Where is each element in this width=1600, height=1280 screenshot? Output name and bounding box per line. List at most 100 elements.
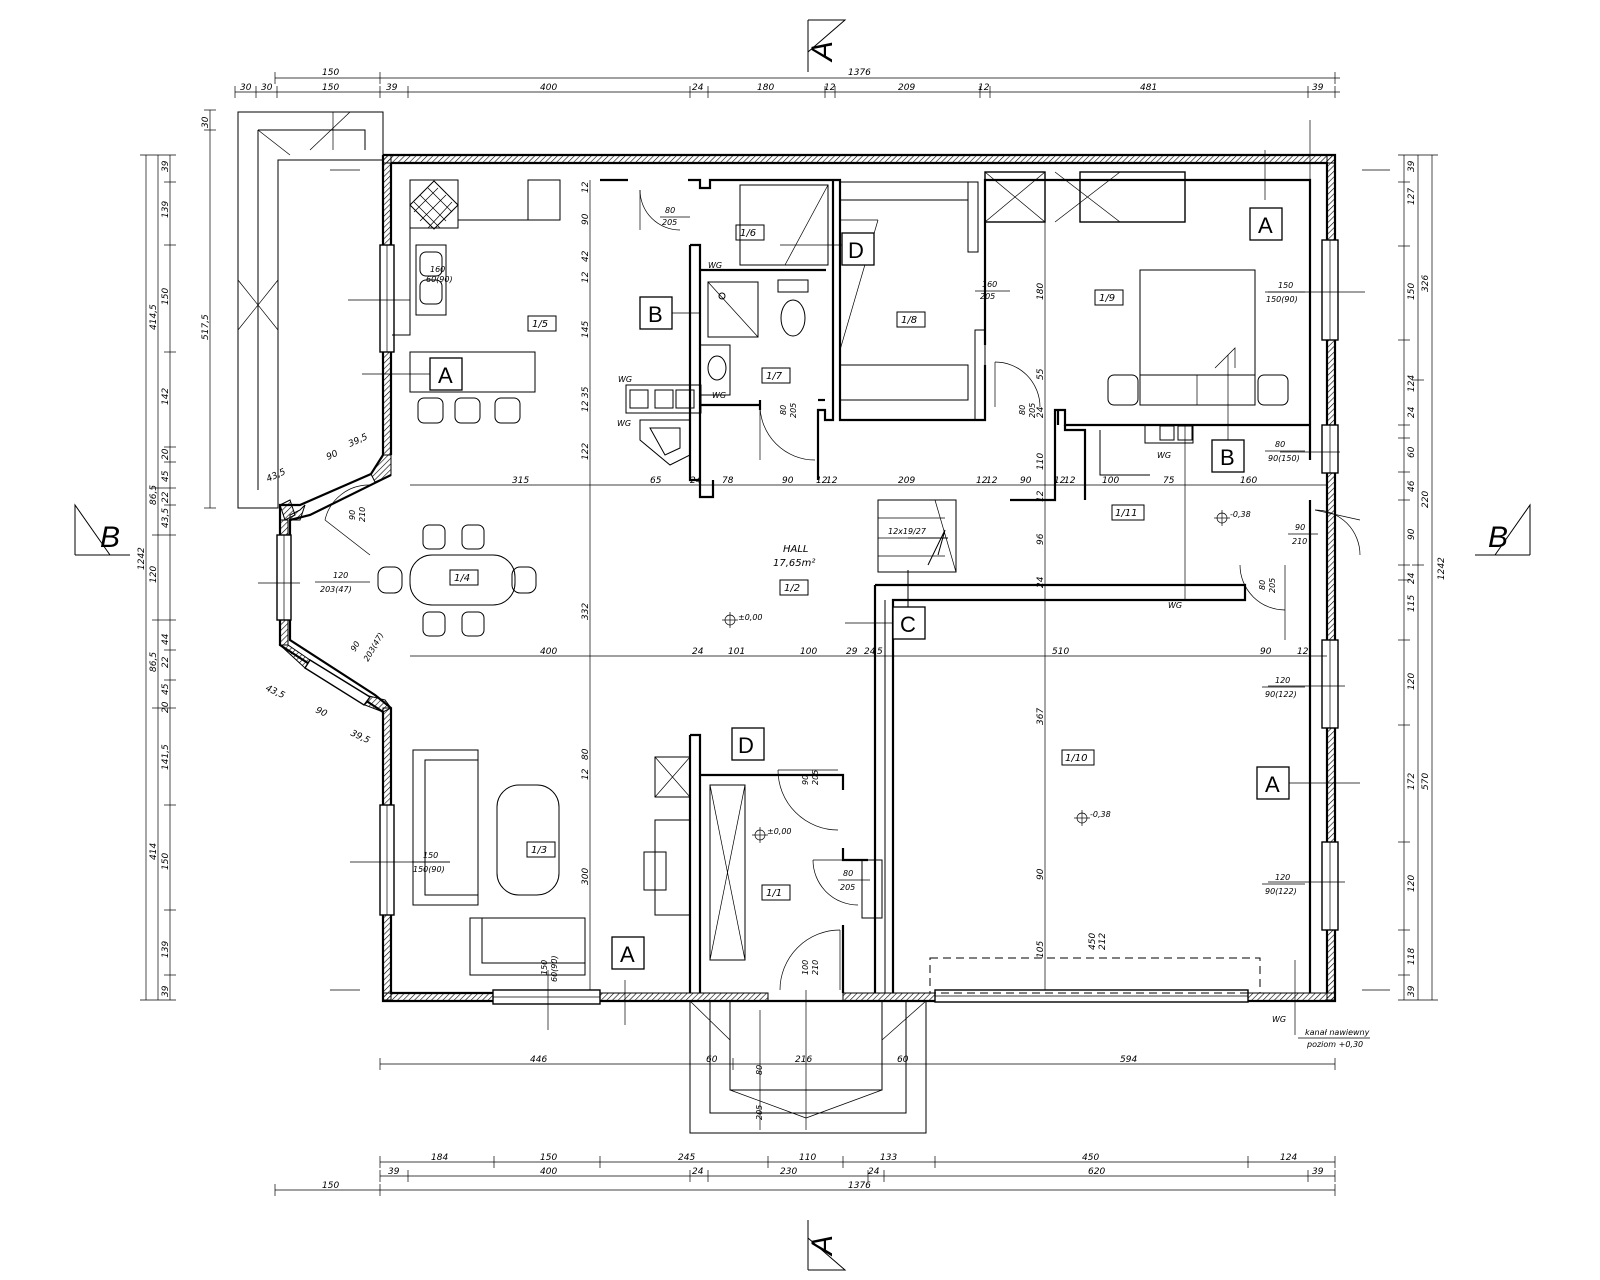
terrace (237, 111, 384, 509)
svg-text:1242: 1242 (137, 547, 147, 570)
marker-a-garage: A (1256, 766, 1360, 800)
room-1-3: 1/3 (531, 845, 547, 856)
svg-text:60: 60 (706, 1055, 718, 1065)
svg-text:WG: WG (1272, 1015, 1286, 1024)
svg-text:86,5: 86,5 (149, 652, 159, 672)
svg-text:B: B (100, 521, 120, 554)
svg-text:24: 24 (690, 476, 702, 486)
svg-text:A: A (1265, 772, 1280, 797)
svg-text:75: 75 (1163, 476, 1175, 486)
svg-text:29: 29 (846, 647, 858, 657)
svg-text:39: 39 (161, 160, 171, 172)
svg-text:172: 172 (1407, 773, 1417, 790)
svg-text:160: 160 (982, 280, 997, 289)
svg-text:620: 620 (1088, 1167, 1105, 1177)
opening-labels: 80 205 160 205 150 150(90) 80 90(150) 90… (315, 206, 1318, 1120)
svg-text:12: 12 (824, 83, 836, 93)
svg-text:142: 142 (161, 388, 171, 405)
svg-text:80: 80 (581, 748, 591, 760)
svg-text:124: 124 (1280, 1153, 1297, 1163)
svg-text:450: 450 (1082, 1153, 1099, 1163)
svg-text:WG: WG (1168, 601, 1182, 610)
room-labels: 1/5 1/6 1/7 1/8 1/9 1/11 1/4 1/2 1/3 1/1… (449, 224, 1145, 901)
svg-text:90: 90 (348, 510, 357, 520)
svg-text:A: A (806, 41, 839, 63)
svg-text:139: 139 (161, 201, 171, 218)
section-marker-left: B (74, 503, 130, 556)
svg-text:120: 120 (1407, 673, 1417, 690)
svg-text:39: 39 (388, 1167, 400, 1177)
svg-text:205: 205 (789, 403, 798, 418)
svg-text:517,5: 517,5 (201, 314, 211, 340)
svg-text:86,5: 86,5 (149, 485, 159, 505)
marker-c: C (845, 606, 926, 640)
svg-text:12: 12 (581, 768, 591, 780)
svg-text:80: 80 (665, 206, 675, 215)
svg-text:210: 210 (358, 507, 367, 522)
svg-text:150: 150 (540, 960, 549, 975)
svg-text:44: 44 (161, 633, 171, 645)
hall-name: HALL (783, 544, 809, 555)
room-1-9: 1/9 (1099, 293, 1115, 304)
stairs-label: 12x19/27 (888, 527, 927, 536)
wg-labels: WG WG WG WG WG WG WG (617, 261, 1296, 1035)
svg-text:80: 80 (755, 1065, 764, 1075)
svg-text:39: 39 (1407, 160, 1417, 172)
svg-text:127: 127 (1407, 188, 1417, 205)
room-1-1: 1/1 (766, 888, 782, 899)
svg-text:55: 55 (1036, 368, 1046, 380)
svg-text:300: 300 (581, 868, 591, 885)
dim-top-150: 150 (322, 68, 339, 78)
svg-text:39: 39 (161, 985, 171, 997)
svg-text:12: 12 (976, 476, 988, 486)
svg-text:180: 180 (1036, 283, 1046, 300)
dimension-top: 150 1376 30 30 150 39 400 24 180 12 209 … (234, 68, 1340, 98)
svg-text:90: 90 (1407, 528, 1417, 540)
svg-text:WG: WG (1157, 451, 1171, 460)
svg-text:39,5: 39,5 (349, 729, 372, 747)
svg-text:±0,00: ±0,00 (738, 613, 763, 622)
svg-text:481: 481 (1140, 83, 1157, 93)
svg-text:160: 160 (430, 265, 445, 274)
svg-text:90(122): 90(122) (1265, 887, 1297, 896)
svg-text:D: D (738, 733, 754, 758)
svg-text:90: 90 (1036, 868, 1046, 880)
svg-text:12: 12 (816, 476, 828, 486)
marker-b-right: B (1211, 439, 1245, 473)
svg-text:60: 60 (897, 1055, 909, 1065)
svg-text:12: 12 (978, 83, 990, 93)
svg-text:30: 30 (240, 83, 252, 93)
svg-text:90: 90 (782, 476, 794, 486)
svg-text:110: 110 (799, 1153, 816, 1163)
svg-text:90: 90 (801, 775, 810, 785)
room-1-2: 1/2 (784, 583, 800, 594)
svg-text:205: 205 (840, 883, 855, 892)
svg-text:150: 150 (322, 1181, 339, 1191)
svg-text:101: 101 (728, 647, 745, 657)
svg-text:332: 332 (581, 603, 591, 620)
svg-text:60: 60 (1407, 446, 1417, 458)
svg-text:poziom +0,30: poziom +0,30 (1306, 1040, 1363, 1049)
section-marker-top: A (806, 19, 847, 72)
svg-text:±0,00: ±0,00 (767, 827, 792, 836)
svg-text:145: 145 (581, 321, 591, 338)
svg-text:326: 326 (1421, 275, 1431, 292)
svg-text:118: 118 (1407, 948, 1417, 965)
svg-text:WG: WG (618, 375, 632, 384)
svg-text:D: D (848, 238, 864, 263)
svg-text:105: 105 (1036, 941, 1046, 958)
svg-text:210: 210 (1292, 537, 1307, 546)
svg-text:120: 120 (149, 566, 159, 583)
room-1-6: 1/6 (740, 228, 756, 239)
svg-text:124: 124 (1407, 375, 1417, 392)
marker-b-bath: B (639, 296, 700, 330)
svg-text:B: B (1488, 521, 1508, 554)
svg-text:414,5: 414,5 (149, 304, 159, 330)
svg-text:90: 90 (1260, 647, 1272, 657)
svg-text:WG: WG (617, 419, 631, 428)
svg-text:230: 230 (780, 1167, 797, 1177)
svg-text:115: 115 (1407, 595, 1417, 612)
room-1-8: 1/8 (901, 315, 917, 326)
svg-text:414: 414 (149, 843, 159, 860)
